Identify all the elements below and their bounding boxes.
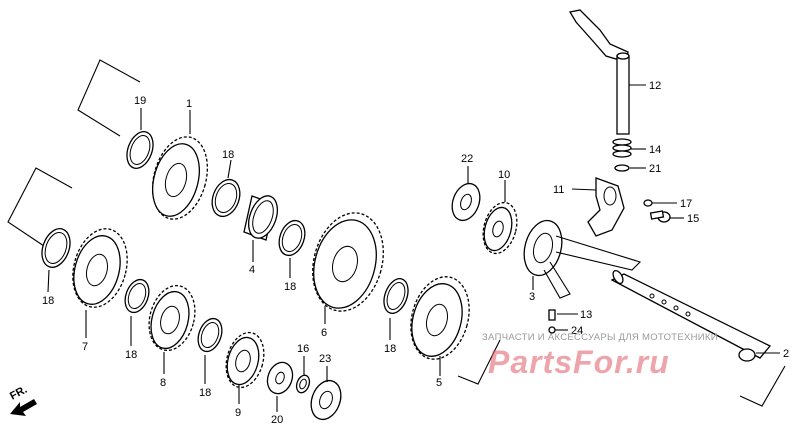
label-1: 1: [186, 98, 192, 110]
part-labels: 1 2 3 4 5 6 7 8 9 10 11 12 13 14 15 16 1…: [42, 80, 789, 426]
part-16-ring: [295, 374, 311, 394]
label-22: 22: [461, 153, 473, 165]
label-20: 20: [271, 414, 283, 426]
part-18-washer-left: [41, 228, 71, 268]
part-8-gear: [148, 284, 196, 352]
watermark-caption: ЗАПЧАСТИ И АКСЕССУАРЫ ДЛЯ МОТОТЕХНИКИ: [482, 332, 718, 343]
part-12-shift-shaft: [568, 9, 630, 135]
label-14: 14: [649, 144, 661, 156]
label-18a: 18: [222, 149, 234, 161]
part-18-washer-right: [383, 278, 409, 314]
part-18-washer-lower: [124, 278, 150, 314]
label-16: 16: [297, 343, 309, 355]
part-1-gear: [151, 136, 209, 220]
label-4: 4: [249, 264, 255, 276]
part-5-gear: [410, 276, 470, 360]
part-4-bushing: [243, 195, 278, 241]
label-17: 17: [680, 198, 692, 210]
label-5: 5: [436, 377, 442, 389]
watermark-logo: PartsFor.ru: [488, 344, 670, 380]
label-12: 12: [649, 80, 661, 92]
label-15: 15: [687, 213, 699, 225]
part-11-shift-fork: [587, 177, 625, 237]
label-2: 2: [783, 348, 789, 360]
part-14-spring: [612, 138, 632, 158]
label-8: 8: [160, 377, 166, 389]
label-23: 23: [319, 353, 331, 365]
label-24: 24: [571, 325, 583, 337]
part-2-shaft: [610, 269, 772, 362]
part-9-gear: [225, 331, 265, 389]
label-11: 11: [553, 184, 564, 196]
part-15-bolt: [649, 210, 671, 223]
part-17-pin: [643, 199, 653, 207]
bracket-lines: [7, 59, 786, 407]
part-13-spring: [548, 309, 556, 321]
label-10: 10: [498, 169, 510, 181]
part-10-gear: [482, 201, 518, 255]
part-18-washer-bottom: [197, 317, 223, 353]
label-3: 3: [529, 291, 535, 303]
part-23-bearing: [310, 379, 342, 421]
part-18-washer-mid: [278, 219, 306, 257]
label-18f: 18: [384, 343, 396, 355]
part-21-washer: [614, 164, 630, 172]
label-18d: 18: [125, 349, 137, 361]
label-19: 19: [134, 95, 146, 107]
part-3-shift-cam: [523, 219, 642, 299]
part-7-gear: [72, 228, 128, 308]
label-21: 21: [649, 163, 661, 175]
label-9: 9: [235, 407, 241, 419]
label-18e: 18: [199, 387, 211, 399]
label-7: 7: [82, 341, 88, 353]
label-6: 6: [321, 327, 327, 339]
part-19-ring: [126, 131, 154, 169]
part-18-washer-top: [211, 178, 241, 218]
label-18b: 18: [284, 281, 296, 293]
leader-lines: [47, 84, 780, 412]
part-22-bearing: [451, 182, 481, 222]
label-13: 13: [580, 309, 592, 321]
part-6-gear: [312, 212, 384, 312]
label-18c: 18: [42, 295, 54, 307]
front-direction-arrow: [10, 399, 37, 416]
part-20-washer: [266, 361, 294, 395]
